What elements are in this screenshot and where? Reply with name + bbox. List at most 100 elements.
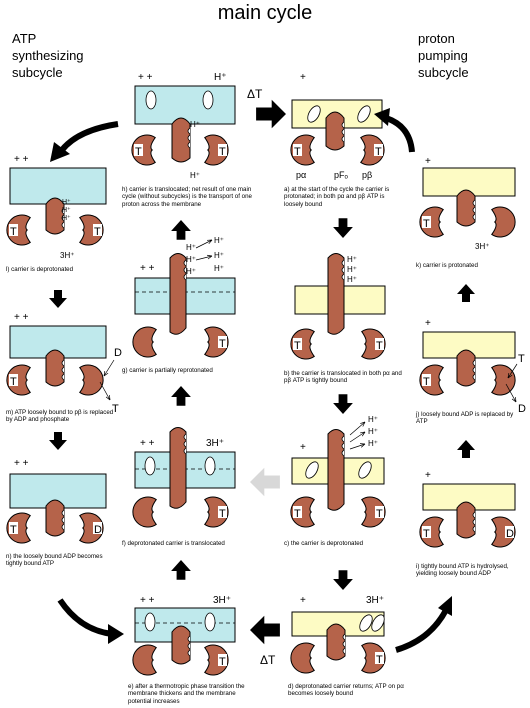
panel-c-plus: + xyxy=(300,442,306,453)
panel-d-ellipse-left xyxy=(359,614,373,632)
panel-l-hplus-3: H⁺ xyxy=(62,215,71,222)
panel-m-carrier-notch-2 xyxy=(61,373,65,381)
panel-m-cup-right xyxy=(79,364,104,396)
panel-n-carrier-notch-1 xyxy=(61,516,65,524)
panel-j-carrier xyxy=(456,349,476,387)
panel-m-cup-left-label-bg xyxy=(9,374,18,386)
left-heading-line-3: subcycle xyxy=(12,65,63,80)
caption-h: h) carrier is translocated; net result o… xyxy=(122,186,252,208)
panel-n-cup-right xyxy=(79,512,104,544)
panel-n-cup-left-label: T xyxy=(10,524,17,536)
panel-a-cup-right xyxy=(360,134,385,166)
panel-h-cup-left-label-bg xyxy=(134,144,143,156)
panel-b-cup-right xyxy=(361,328,386,360)
panel-n-carrier-notch-2 xyxy=(61,523,65,531)
panel-e-cup-right xyxy=(204,644,229,676)
panel-g-arrow-2-head xyxy=(207,254,213,260)
panel-j-arrow-1 xyxy=(507,363,518,379)
arrow-j-to-k xyxy=(457,284,475,302)
panel-l-3hplus: 3H⁺ xyxy=(60,251,74,260)
arrow-n-to-e-head xyxy=(108,624,124,644)
arrow-h-to-a xyxy=(256,99,286,129)
panel-l-plus: + + xyxy=(14,154,29,165)
panel-a-pbeta: pβ xyxy=(362,170,372,180)
panel-d-carrier-notch-2 xyxy=(342,647,346,655)
panel-c-arrow-3 xyxy=(349,443,366,450)
panel-b-hplus-3: H⁺ xyxy=(347,275,357,284)
panel-d-cup-left xyxy=(290,642,315,674)
panel-a-carrier-notch-1 xyxy=(341,128,345,136)
caption-d: d) deprotonated carrier returns; ATP on … xyxy=(288,683,404,698)
panel-g-hplus-5: H⁺ xyxy=(214,251,224,260)
panel-l-cup-right-label: T xyxy=(94,226,101,238)
arrow-d-to-i-head xyxy=(438,596,452,616)
panel-a-ellipse-right xyxy=(357,105,371,123)
panel-h-hplus: H⁺ xyxy=(214,72,227,83)
arrow-k-to-a xyxy=(384,115,415,153)
panel-j-plus: + xyxy=(425,318,431,329)
panel-m-arrow-2-head xyxy=(105,394,111,401)
panel-m-carrier-notch-0 xyxy=(61,359,65,367)
arrow-h-to-l-head xyxy=(50,142,70,162)
caption-l: l) carrier is deprotonated xyxy=(6,266,74,273)
panel-j-D: D xyxy=(518,403,526,415)
panel-b-cup-left-label-bg xyxy=(293,338,302,350)
panel-j-arrow-2-head xyxy=(511,396,517,403)
panel-h-hplus-3: H⁺ xyxy=(190,171,200,180)
panel-g-arrow-1 xyxy=(195,239,213,249)
panel-i-carrier-notch-2 xyxy=(472,525,476,533)
panel-c-ellipse-right xyxy=(358,461,372,479)
panel-c-cup-left xyxy=(290,496,315,528)
panel-l-hplus-2: H⁺ xyxy=(62,207,71,214)
panel-e-3hplus: 3H⁺ xyxy=(213,595,231,606)
panel-j-cup-right xyxy=(491,364,516,396)
panel-i-carrier xyxy=(456,501,476,539)
panel-e-plus: + + xyxy=(140,595,155,606)
panel-n-carrier-notch-0 xyxy=(61,509,65,517)
panel-n-cup-right-label: D xyxy=(94,524,102,536)
panel-k-3hplus: 3H⁺ xyxy=(475,242,489,251)
panel-l-hplus-1: H⁺ xyxy=(62,199,71,206)
arrow-k-to-a-head xyxy=(374,108,390,126)
panel-f-plus: + + xyxy=(140,438,155,449)
delta-t-bottom: ΔT xyxy=(260,653,276,667)
panel-h-ellipse-right xyxy=(202,90,214,110)
panel-b-hplus-2: H⁺ xyxy=(347,265,357,274)
panel-m-cup-left xyxy=(6,364,31,396)
panel-d-carrier-notch-0 xyxy=(342,633,346,641)
panel-g-hplus-3: H⁺ xyxy=(186,267,196,276)
panel-h-cup-left xyxy=(131,134,156,166)
arrow-g-to-h xyxy=(171,220,191,240)
arrow-e-to-f xyxy=(171,560,191,580)
panel-g-hplus-4: H⁺ xyxy=(214,236,224,245)
panel-l-cup-right xyxy=(79,214,104,246)
panel-b-carrier-notch-2 xyxy=(341,273,345,281)
panel-c-arrow-3-head xyxy=(359,443,366,448)
panel-l-carrier-notch-0 xyxy=(61,207,65,215)
panel-a-cup-right-label-bg xyxy=(374,144,383,156)
panel-j-carrier-notch-0 xyxy=(472,359,476,367)
caption-n: n) the loosely bound ADP becomes tightly… xyxy=(6,553,103,568)
panel-i-cup-left xyxy=(419,516,444,548)
panel-i-cup-right-label: D xyxy=(506,528,514,540)
panel-j-arrow-2 xyxy=(505,383,517,403)
panel-e-cup-left xyxy=(132,644,157,676)
panel-a-carrier-notch-2 xyxy=(341,135,345,143)
panel-d-cup-right xyxy=(361,642,386,674)
panel-m-T: T xyxy=(112,403,119,415)
panel-h-carrier-notch-0 xyxy=(187,127,191,135)
panel-b-carrier-notch-0 xyxy=(341,259,345,267)
right-heading-line-2: pumping xyxy=(418,48,468,63)
panel-k-carrier-notch-0 xyxy=(472,199,476,207)
panel-a-cup-right-label: T xyxy=(375,146,382,158)
panel-c-arrow-1 xyxy=(349,421,366,436)
caption-i: i) tightly bound ATP is hydrolysed, yiel… xyxy=(416,563,509,578)
panel-g-cup-left xyxy=(132,326,157,358)
arrow-m-to-n xyxy=(49,432,67,450)
panel-n-carrier xyxy=(45,499,65,537)
panel-g-cup-right-label: T xyxy=(219,338,226,350)
panel-c-arrow-2 xyxy=(349,431,366,443)
panel-i-carrier-notch-0 xyxy=(472,511,476,519)
panel-l-carrier xyxy=(45,197,65,235)
panel-f-cup-right-label-bg xyxy=(218,506,227,518)
